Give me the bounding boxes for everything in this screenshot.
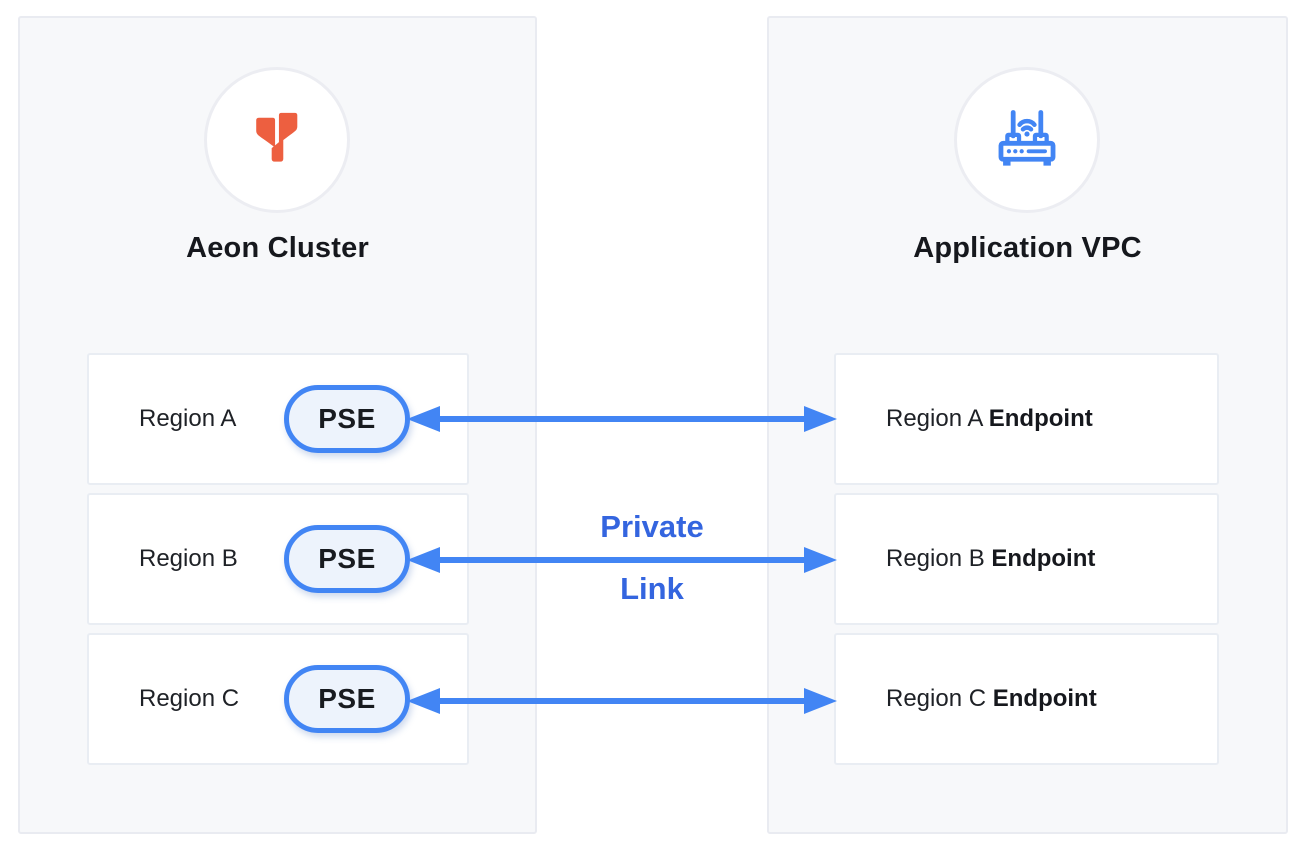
region-a-pse-badge: PSE xyxy=(284,385,410,453)
private-link-label-line2: Link xyxy=(620,571,684,606)
endpoint-label-bold: Endpoint xyxy=(991,545,1096,572)
region-c-pse-badge: PSE xyxy=(284,665,410,733)
right-panel-title: Application VPC xyxy=(913,232,1142,264)
region-c-box: Region C PSE xyxy=(87,633,469,765)
region-c-label: Region C xyxy=(139,685,240,712)
endpoint-label-text: Region B xyxy=(886,545,992,572)
region-a-label: Region A xyxy=(139,405,237,432)
application-vpc-badge xyxy=(954,67,1100,213)
left-panel-title: Aeon Cluster xyxy=(186,232,369,264)
endpoint-label-bold: Endpoint xyxy=(988,405,1093,432)
router-icon xyxy=(993,104,1061,177)
aeon-logo-icon xyxy=(248,109,306,172)
private-link-arrow-b xyxy=(407,547,837,573)
region-b-box: Region B PSE xyxy=(87,493,469,625)
region-b-endpoint-label: Region B Endpoint xyxy=(886,495,1095,623)
endpoint-label-text: Region A xyxy=(886,405,989,432)
aeon-logo-badge xyxy=(204,67,350,213)
region-c-endpoint-label: Region C Endpoint xyxy=(886,635,1097,763)
region-c-endpoint-box: Region C Endpoint xyxy=(834,633,1219,765)
region-a-endpoint-box: Region A Endpoint xyxy=(834,353,1219,485)
region-b-pse-badge: PSE xyxy=(284,525,410,593)
endpoint-label-bold: Endpoint xyxy=(992,685,1097,712)
endpoint-label-text: Region C xyxy=(886,685,993,712)
region-b-endpoint-box: Region B Endpoint xyxy=(834,493,1219,625)
private-link-arrow-c xyxy=(407,688,837,714)
private-link-label-line1: Private xyxy=(600,509,704,544)
region-a-endpoint-label: Region A Endpoint xyxy=(886,355,1093,483)
region-b-label: Region B xyxy=(139,545,238,572)
region-a-box: Region A PSE xyxy=(87,353,469,485)
private-link-arrow-a xyxy=(407,406,837,432)
